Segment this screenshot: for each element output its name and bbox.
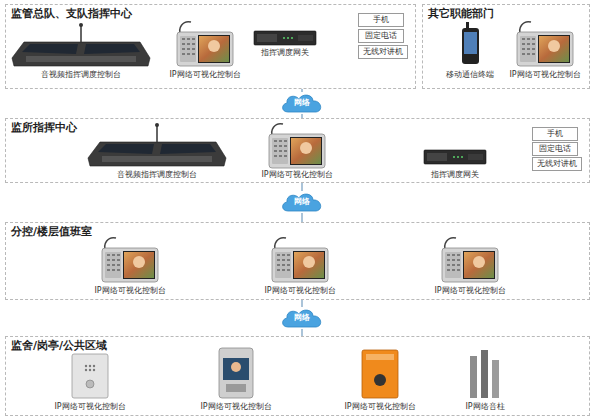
device-caption: IP网络可视化控制台 xyxy=(343,402,416,412)
device-caption: 指挥调度网关 xyxy=(260,48,310,58)
device-label: IP网络可视化控制台 xyxy=(263,286,336,296)
network-label: 网络 xyxy=(280,307,324,329)
network-label: 网络 xyxy=(280,92,324,114)
network-label: 网络 xyxy=(280,191,324,213)
device-label: IP网络音柱 xyxy=(464,402,505,412)
device-caption: IP网络可视化控制台 xyxy=(433,286,506,296)
network-link xyxy=(301,213,303,222)
section-heading: 其它职能部门 xyxy=(428,7,494,20)
device-label: 无线对讲机 xyxy=(537,159,577,168)
device-caption: IP网络可视化控制台 xyxy=(508,70,581,80)
section-panel: 监舍/岗亭/公共区域 IP网络可视化控制台 IP网络可视化控制台 IP网络可视化控制台… xyxy=(5,336,590,416)
section-heading: 监管总队、支队指挥中心 xyxy=(11,7,132,20)
device-label: 移动通信终端 xyxy=(445,70,495,80)
device-caption: IP网络可视化控制台 xyxy=(199,402,272,412)
device-label: 指挥调度网关 xyxy=(260,48,310,58)
terminal-type-box: 固定电话 xyxy=(532,142,578,156)
device-label: IP网络可视化控制台 xyxy=(508,70,581,80)
device-label: 音视频指挥调度控制台 xyxy=(40,70,122,80)
terminal-type-box: 无线对讲机 xyxy=(358,45,408,59)
device-caption: 音视频指挥调度控制台 xyxy=(116,170,198,180)
section-panel: 监管总队、支队指挥中心音视频指挥调度控制台 IP网络可视化控制台 指挥调度网关 手机固… xyxy=(5,4,416,89)
section-heading: 监所指挥中心 xyxy=(11,121,77,134)
device-caption: IP网络可视化控制台 xyxy=(260,170,333,180)
device-caption: IP网络可视化控制台 xyxy=(53,402,126,412)
section-heading: 监舍/岗亭/公共区域 xyxy=(11,339,107,352)
device-label: 无线对讲机 xyxy=(363,47,403,56)
device-label: IP网络可视化控制台 xyxy=(93,286,166,296)
device-label: 音视频指挥调度控制台 xyxy=(116,170,198,180)
device-caption: 音视频指挥调度控制台 xyxy=(40,70,122,80)
network-cloud: 网络 xyxy=(280,191,324,213)
device-label: 手机 xyxy=(373,15,389,24)
terminal-type-box: 无线对讲机 xyxy=(532,157,582,171)
device-label: 固定电话 xyxy=(539,144,571,153)
network-link xyxy=(301,89,303,92)
device-label: IP网络可视化控制台 xyxy=(53,402,126,412)
device-caption: IP网络可视化控制台 xyxy=(93,286,166,296)
device-label: IP网络可视化控制台 xyxy=(199,402,272,412)
device-caption: IP网络可视化控制台 xyxy=(168,70,241,80)
device-label: IP网络可视化控制台 xyxy=(433,286,506,296)
network-link xyxy=(301,300,303,307)
device-label: IP网络可视化控制台 xyxy=(343,402,416,412)
device-caption: IP网络可视化控制台 xyxy=(263,286,336,296)
network-link xyxy=(301,183,303,191)
device-label: 手机 xyxy=(547,129,563,138)
device-label: 指挥调度网关 xyxy=(430,170,480,180)
section-panel: 分控/楼层值班室 IP网络可视化控制台 IP网络可视化控制台 IP网络可视化控制台 xyxy=(5,222,590,300)
section-panel: 其它职能部门移动通信终端 IP网络可视化控制台 xyxy=(422,4,590,89)
terminal-type-box: 手机 xyxy=(532,127,578,141)
network-cloud: 网络 xyxy=(280,307,324,329)
section-panel: 监所指挥中心音视频指挥调度控制台 IP网络可视化控制台 指挥调度网关 手机固定电话无线… xyxy=(5,118,590,183)
device-caption: 移动通信终端 xyxy=(445,70,495,80)
device-label: IP网络可视化控制台 xyxy=(168,70,241,80)
device-label: IP网络可视化控制台 xyxy=(260,170,333,180)
device-caption: 指挥调度网关 xyxy=(430,170,480,180)
network-cloud: 网络 xyxy=(280,92,324,114)
device-label: 固定电话 xyxy=(365,31,397,40)
section-heading: 分控/楼层值班室 xyxy=(11,225,92,238)
device-caption: IP网络音柱 xyxy=(464,402,505,412)
network-link xyxy=(301,329,303,336)
terminal-type-box: 手机 xyxy=(358,13,404,27)
terminal-type-box: 固定电话 xyxy=(358,29,404,43)
